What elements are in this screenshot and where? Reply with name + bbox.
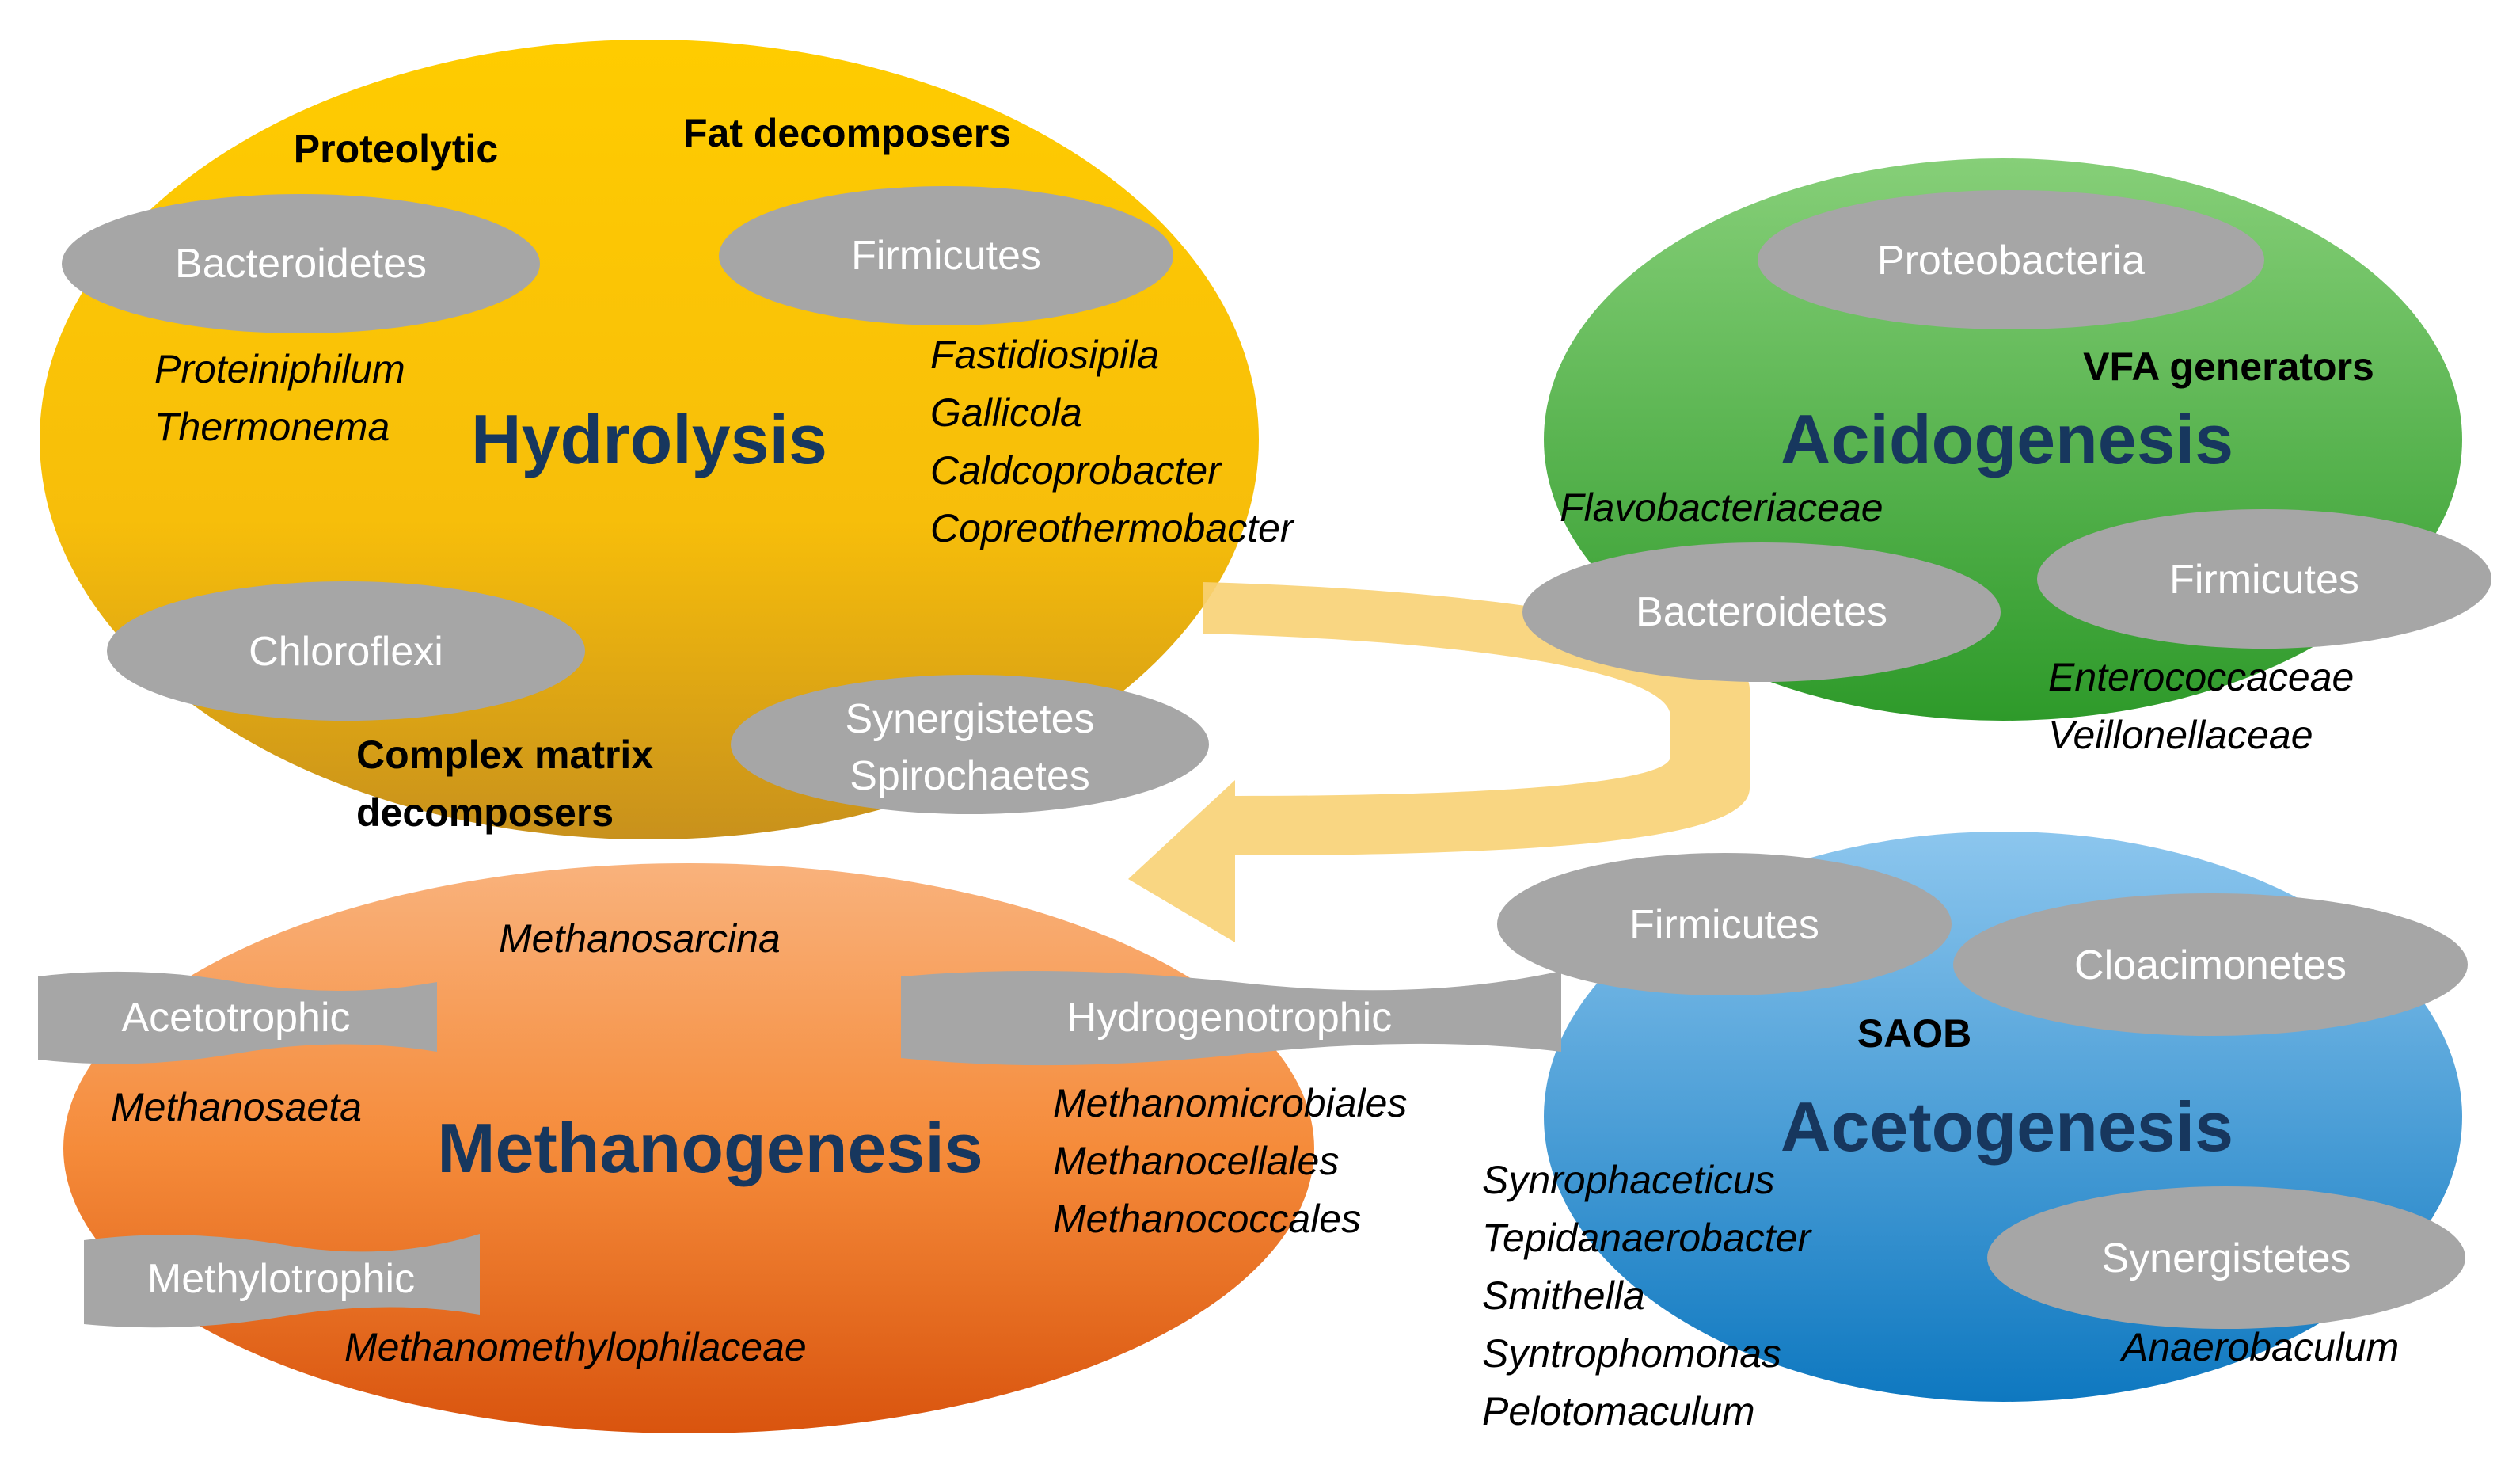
acetogenesis-phylum-firmicutes: Firmicutes: [1629, 902, 1819, 948]
hydrolysis-group-proteolytic: Proteolytic: [294, 127, 498, 171]
acetogenesis-genus: Pelotomaculum: [1482, 1389, 1755, 1433]
hydrolysis-genus: Thermonema: [154, 405, 390, 449]
acidogenesis-phylum-proteobacteria-pill: [1758, 190, 2264, 329]
acidogenesis-phylum-bacteroidetes: Bacteroidetes: [1636, 589, 1887, 635]
hydrolysis-phylum-chloroflexi: Chloroflexi: [249, 629, 443, 675]
hydrolysis-genus: Copreothermobacter: [930, 506, 1295, 550]
acetogenesis-genus: Tepidanaerobacter: [1482, 1216, 1812, 1260]
methanogenesis-genus-methanosarcina: Methanosarcina: [499, 916, 781, 961]
hydrolysis-phylum-firmicutes: Firmicutes: [851, 233, 1041, 279]
methanogenesis-tag-acetotrophic: Acetotrophic: [121, 995, 350, 1041]
hydrolysis-phylum-spirochaetes: Spirochaetes: [850, 753, 1090, 799]
acidogenesis-group-vfa: VFA generators: [2083, 345, 2374, 389]
methanogenesis-tag-methylotrophic: Methylotrophic: [147, 1256, 415, 1302]
hydrolysis-phylum-synergistetes-pill: [731, 675, 1209, 814]
methanogenesis-tag-hydrogenotrophic: Hydrogenotrophic: [1067, 995, 1392, 1041]
methanogenesis-title: Methanogenesis: [437, 1109, 983, 1187]
hydrolysis-genus: Proteiniphilum: [154, 347, 405, 391]
acidogenesis-phylum-firmicutes: Firmicutes: [2169, 557, 2359, 603]
acetogenesis-phylum-synergistetes: Synergistetes: [2101, 1235, 2351, 1281]
acidogenesis-phylum-firmicutes-pill: [2037, 509, 2491, 649]
methanogenesis-order: Methanomicrobiales: [1053, 1081, 1407, 1125]
methanogenesis-order: Methanocellales: [1053, 1139, 1339, 1183]
acidogenesis-phylum-proteobacteria: Proteobacteria: [1877, 238, 2145, 284]
acetogenesis-phylum-cloacimonetes-pill: [1953, 893, 2468, 1036]
hydrolysis-genus: Gallicola: [930, 390, 1082, 435]
acidogenesis-family: Veillonellaceae: [2048, 713, 2313, 757]
hydrolysis-group-complex-line2: decomposers: [356, 790, 614, 835]
acidogenesis-family-flavobacteriaceae: Flavobacteriaceae: [1560, 485, 1883, 530]
methanogenesis-order: Methanococcales: [1053, 1197, 1361, 1241]
hydrolysis-phylum-synergistetes: Synergistetes: [845, 696, 1094, 742]
acidogenesis-phylum-bacteroidetes-pill: [1522, 542, 2001, 682]
hydrolysis-phylum-bacteroidetes-pill: [62, 194, 540, 333]
methanogenesis-tag-methylotrophic-banner: [84, 1234, 480, 1328]
acetogenesis-title: Acetogenesis: [1781, 1087, 2233, 1166]
hydrolysis-group-complex-line1: Complex matrix: [356, 733, 653, 777]
acetogenesis-genus: Smithella: [1482, 1273, 1645, 1318]
methanogenesis-tag-hydrogenotrophic-banner: [901, 970, 1561, 1066]
acetogenesis-phylum-cloacimonetes: Cloacimonetes: [2074, 942, 2347, 988]
flow-arrow: [1128, 582, 1750, 942]
acidogenesis-title: Acidogenesis: [1781, 400, 2233, 478]
hydrolysis-phylum-bacteroidetes: Bacteroidetes: [175, 241, 427, 287]
methanogenesis-tag-acetotrophic-banner: [38, 971, 437, 1064]
hydrolysis-group-fat: Fat decomposers: [683, 111, 1011, 155]
methanogenesis-genus-methanosaeta: Methanosaeta: [111, 1085, 362, 1129]
acetogenesis-phylum-synergistetes-pill: [1987, 1186, 2465, 1329]
hydrolysis-phylum-chloroflexi-pill: [107, 581, 585, 721]
methanogenesis-family-methanomethylophilaceae: Methanomethylophilaceae: [344, 1325, 807, 1369]
acetogenesis-genus: Synrophaceticus: [1482, 1158, 1775, 1202]
acetogenesis-group-saob: SAOB: [1857, 1011, 1971, 1056]
acetogenesis-genus-anaerobaculum: Anaerobaculum: [2119, 1325, 2399, 1369]
acetogenesis-genus: Syntrophomonas: [1482, 1331, 1781, 1376]
acidogenesis-family: Enterococcaceae: [2048, 655, 2354, 699]
hydrolysis-genus: Caldcoprobacter: [930, 448, 1222, 493]
hydrolysis-title: Hydrolysis: [471, 400, 827, 478]
acetogenesis-phylum-firmicutes-pill: [1497, 853, 1952, 995]
hydrolysis-phylum-firmicutes-pill: [719, 186, 1173, 325]
hydrolysis-genus: Fastidiosipila: [930, 333, 1159, 377]
